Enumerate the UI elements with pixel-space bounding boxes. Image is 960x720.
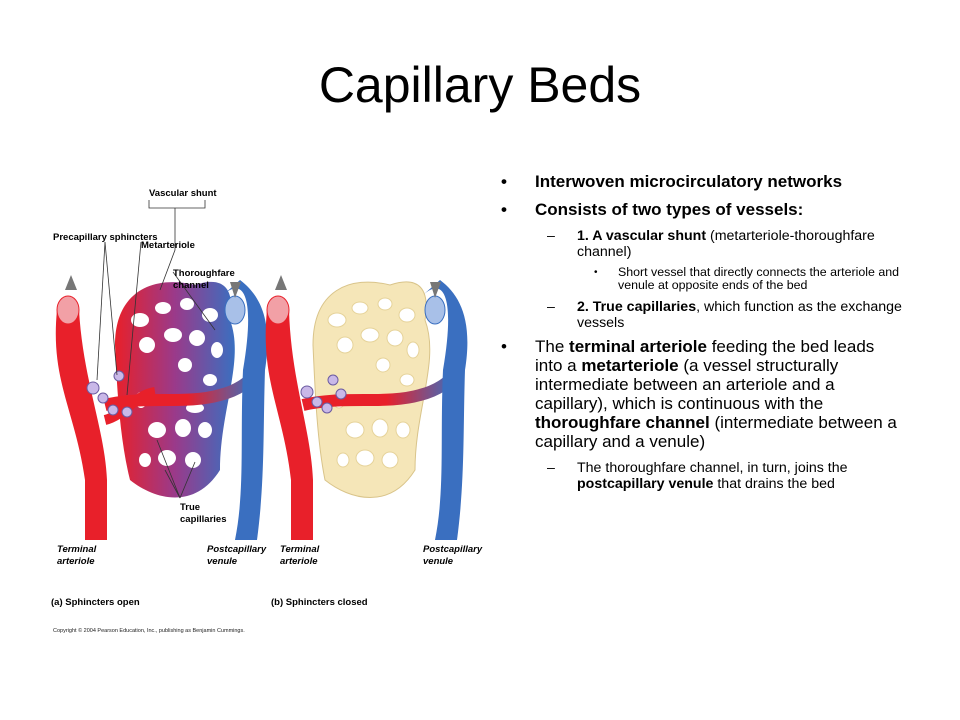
bullet-list: Interwoven microcirculatory networks Con… [495, 172, 905, 498]
capillary-bed-figure: Vascular shunt Precapillary sphincters M… [45, 180, 485, 640]
sub-bullet-true-capillaries-text: , which function as the exchange vessels [577, 299, 902, 331]
panel-b-sphincters-closed [265, 275, 468, 540]
label-postcapillary-venule-a-2: venule [207, 556, 238, 567]
label-terminal-arteriole-b-2: arteriole [280, 556, 318, 567]
text-segment: that drains the bed [713, 476, 835, 492]
sub-bullet-vascular-shunt-bold: 1. A vascular shunt [577, 228, 707, 244]
terminal-arteriole-b [265, 310, 313, 540]
label-postcapillary-venule-b-2: venule [423, 556, 454, 567]
sub-bullet-vascular-shunt: 1. A vascular shunt (metarteriole-thorou… [495, 228, 905, 260]
bullet-two-types: Consists of two types of vessels: [495, 200, 905, 219]
terminal-arteriole-a [55, 310, 107, 540]
sub-bullet-vascular-shunt-text: (metarteriole-thoroughfare channel) [577, 228, 875, 260]
term-terminal-arteriole: terminal arteriole [569, 337, 707, 356]
text-segment: The [535, 337, 570, 356]
copyright-notice: Copyright © 2004 Pearson Education, Inc.… [53, 627, 245, 634]
label-thoroughfare-1: Thoroughfare [173, 268, 235, 279]
leader-lines [96, 200, 216, 499]
bullet-terminal-arteriole: The terminal arteriole feeding the bed l… [495, 337, 905, 451]
term-thoroughfare-channel: thoroughfare channel [535, 413, 710, 432]
label-metarteriole: Metarteriole [141, 240, 195, 251]
sub-bullet-true-capillaries: 2. True capillaries, which function as t… [495, 299, 905, 331]
bullet-networks: Interwoven microcirculatory networks [495, 172, 905, 191]
capillary-bed-illustration: Vascular shunt Precapillary sphincters M… [51, 188, 483, 634]
sub-sub-bullet-short-vessel: Short vessel that directly connects the … [495, 266, 905, 292]
label-vascular-shunt: Vascular shunt [149, 188, 217, 199]
label-terminal-arteriole-a-2: arteriole [57, 556, 95, 567]
capillary-network-open [115, 281, 235, 498]
text-segment: (intermediate between a capillary and a … [535, 413, 897, 451]
label-terminal-arteriole-a-1: Terminal [57, 544, 97, 555]
text-segment: The thoroughfare channel, in turn, joins… [577, 460, 848, 476]
label-thoroughfare-2: channel [173, 280, 209, 291]
text-segment: feeding the bed leads into a [535, 337, 875, 375]
sub-bullet-postcapillary: The thoroughfare channel, in turn, joins… [495, 460, 905, 492]
postcapillary-venule-b [423, 280, 468, 540]
sub-bullet-true-capillaries-bold: 2. True capillaries [577, 299, 697, 315]
caption-b: (b) Sphincters closed [271, 597, 368, 608]
label-true-capillaries-1: True [180, 502, 200, 513]
panel-a-sphincters-open [55, 275, 268, 540]
label-true-capillaries-2: capillaries [180, 514, 226, 525]
slide-title: Capillary Beds [318, 57, 642, 113]
label-precapillary-sphincters: Precapillary sphincters [53, 232, 158, 243]
term-postcapillary-venule: postcapillary venule [577, 476, 714, 492]
text-segment: (a vessel structurally intermediate betw… [535, 356, 839, 413]
precapillary-sphincters-a [86, 370, 133, 418]
term-metarteriole: metarteriole [581, 356, 679, 375]
label-terminal-arteriole-b-1: Terminal [280, 544, 320, 555]
postcapillary-venule-a [223, 280, 268, 540]
label-postcapillary-venule-b-1: Postcapillary [423, 544, 483, 555]
label-postcapillary-venule-a-1: Postcapillary [207, 544, 267, 555]
caption-a: (a) Sphincters open [51, 597, 140, 608]
precapillary-sphincters-b [300, 374, 347, 414]
